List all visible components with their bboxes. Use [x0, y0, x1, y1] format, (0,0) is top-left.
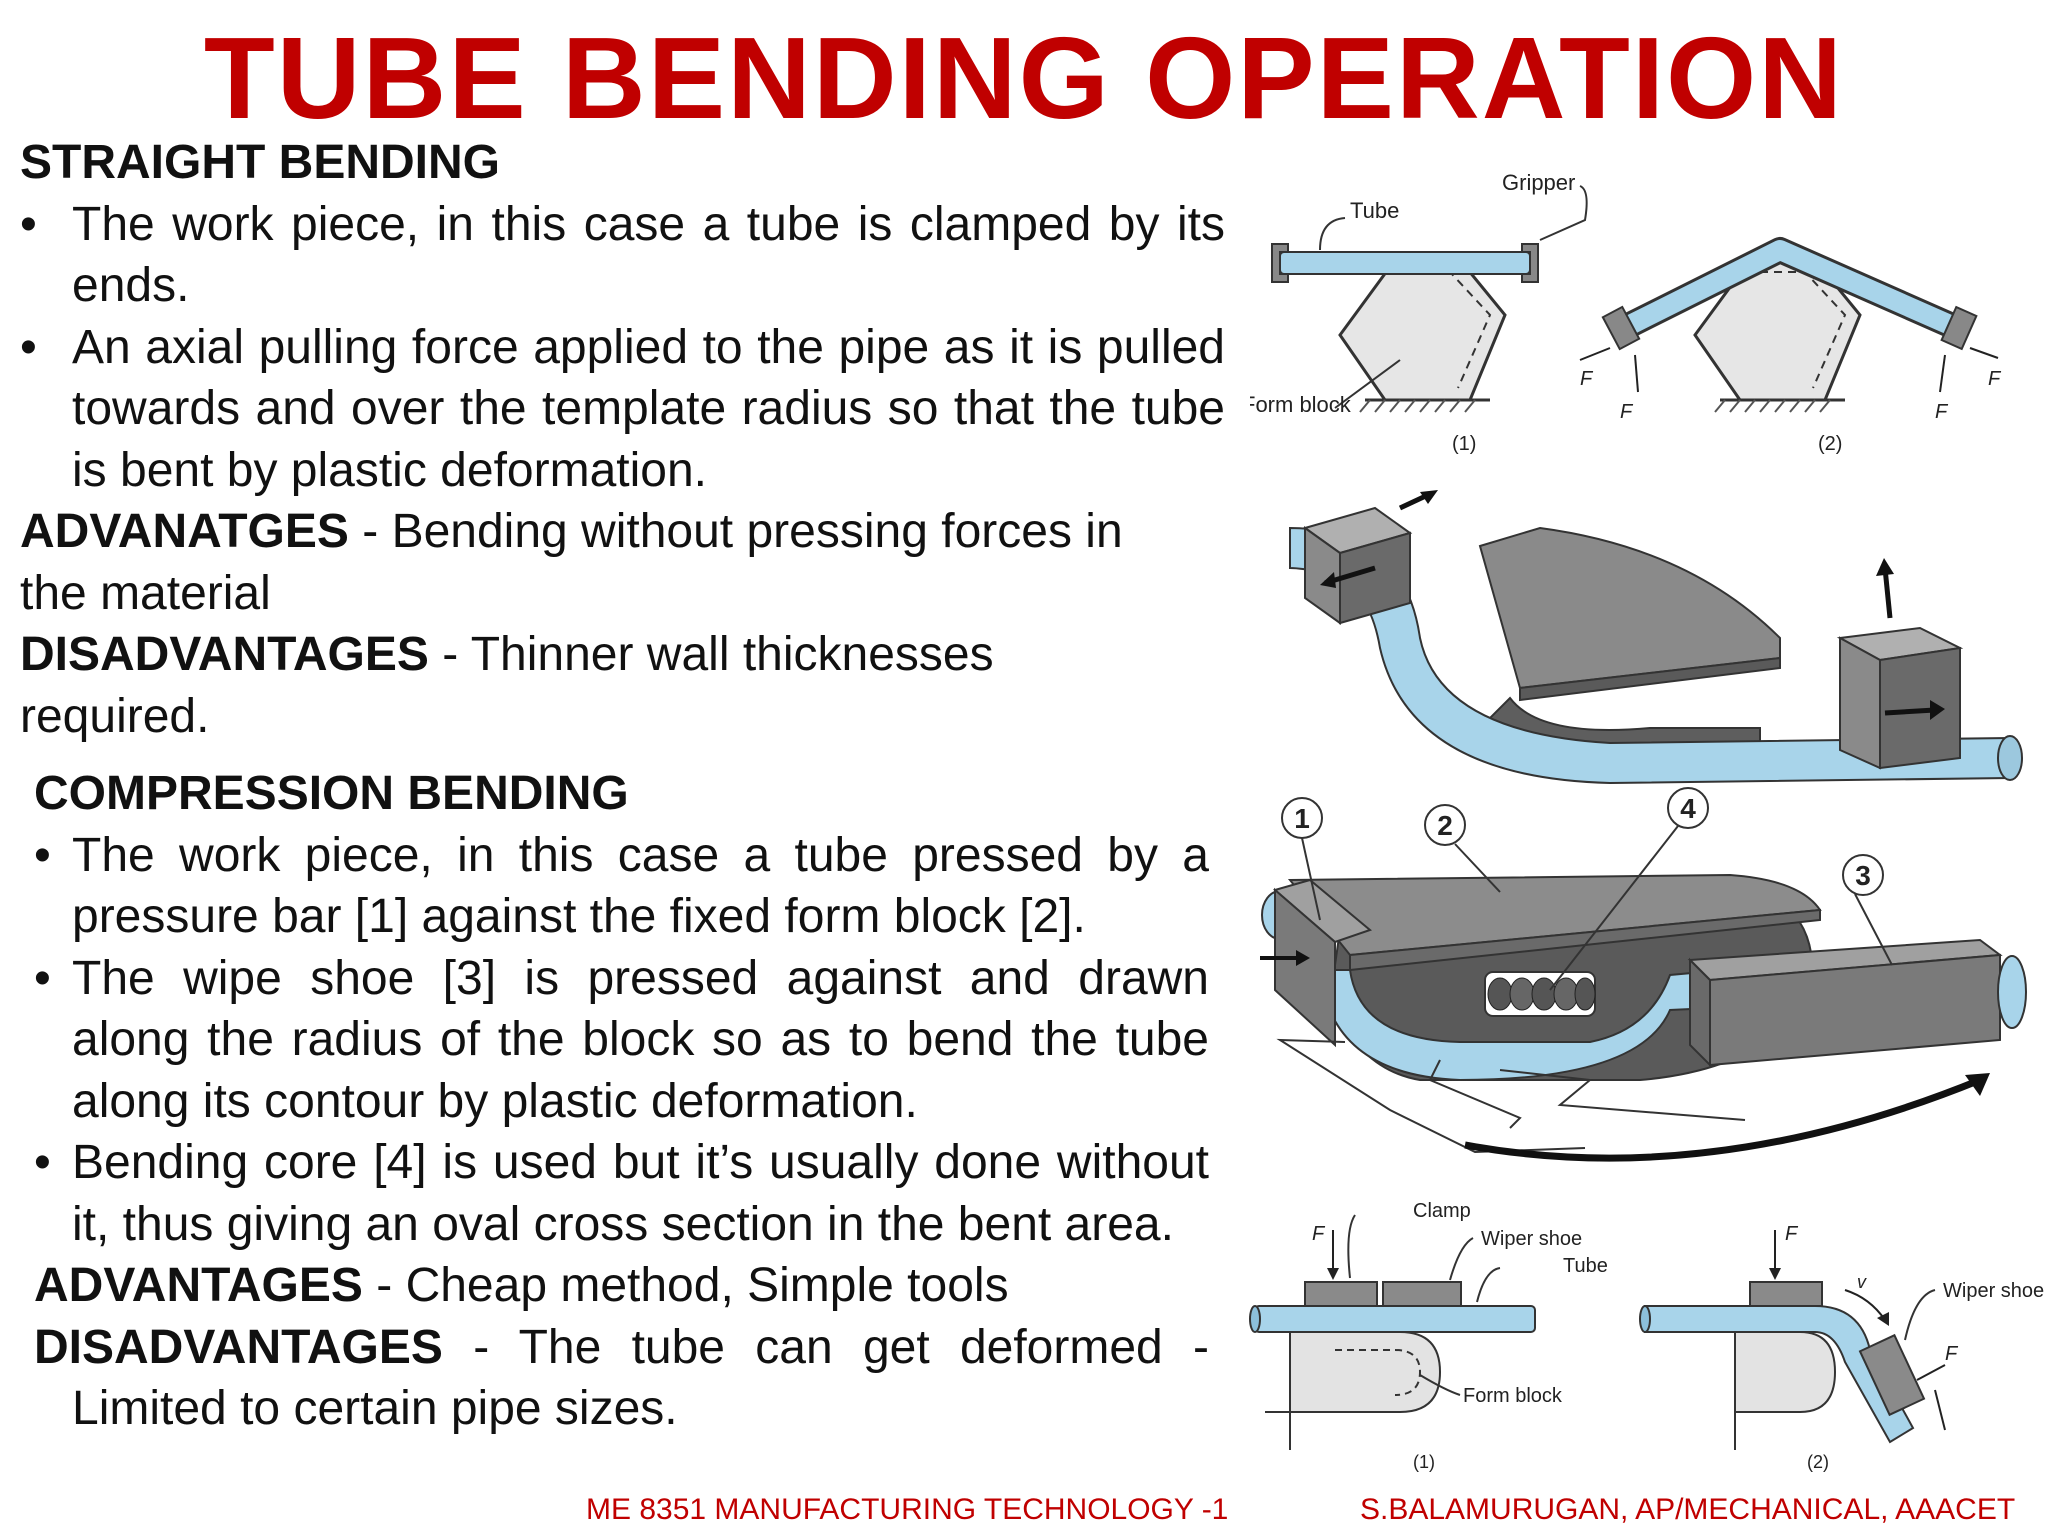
callout-4: 4 [1549, 787, 1709, 991]
list-item: •The wipe shoe [3] is pressed against an… [34, 948, 1209, 1133]
gripper-label: Gripper [1502, 170, 1575, 195]
force-label: F [1945, 1343, 1959, 1365]
straight-advantages: ADVANATGES - Bending without pressing fo… [20, 505, 1123, 620]
list-item: •Bending core [4] is used but it’s usual… [34, 1132, 1209, 1255]
wiper-shoe [1687, 938, 2027, 1068]
force-label: F [1935, 401, 1949, 423]
fig1-label: (1) [1413, 1452, 1435, 1472]
compression-bending-3d-diagram: 1 2 4 3 [1260, 787, 2027, 1162]
footer-author: S.BALAMURUGAN, AP/MECHANICAL, AAACET [1360, 1493, 2016, 1526]
compression-bending-heading: COMPRESSION BENDING [34, 767, 629, 820]
wiper-shoe-label: Wiper shoe [1481, 1228, 1582, 1250]
force-label: F [1785, 1223, 1799, 1245]
bullet: • [34, 828, 51, 882]
bullet: • [20, 320, 37, 374]
straight-bending-fig2: F F F F (2) [1579, 237, 2002, 455]
straight-bending-list: •The work piece, in this case a tube is … [20, 194, 1225, 502]
bullet: • [20, 197, 37, 251]
bending-core [1484, 971, 1596, 1017]
callout-1: 1 [1281, 797, 1323, 921]
force-label: F [1988, 368, 2002, 390]
footer-course: ME 8351 MANUFACTURING TECHNOLOGY -1 [586, 1493, 1229, 1526]
compression-bending-list: •The work piece, in this case a tube pre… [34, 825, 1209, 1256]
velocity-label: v [1857, 1272, 1867, 1292]
wiper-shoe-label: Wiper shoe [1943, 1280, 2044, 1302]
compression-fig1: F Clamp Wiper shoe Tube Form block (1) [1249, 1200, 1608, 1472]
callout-2: 2 [1424, 804, 1501, 893]
bullet: • [34, 1136, 51, 1189]
callout-3: 3 [1842, 854, 1893, 966]
fig2-label: (2) [1818, 433, 1842, 455]
svg-text:2: 2 [1437, 810, 1453, 841]
compression-disadvantages: DISADVANTAGES - The tube can get deforme… [34, 1320, 1209, 1436]
compression-advantages: ADVANTAGES - Cheap method, Simple tools [34, 1259, 1009, 1312]
pressure-bar [1260, 878, 1373, 1048]
straight-bending-section: STRAIGHT BENDING •The work piece, in thi… [20, 132, 1225, 747]
force-label: F [1312, 1223, 1326, 1245]
straight-bending-heading: STRAIGHT BENDING [20, 136, 500, 189]
force-label: F [1620, 401, 1634, 423]
list-item: •The work piece, in this case a tube is … [20, 194, 1225, 317]
list-item: •An axial pulling force applied to the p… [20, 317, 1225, 502]
compression-bending-diagram: F Clamp Wiper shoe Tube Form block (1) F… [1249, 1200, 2044, 1472]
form-block-label: Form block [1250, 392, 1352, 417]
straight-bending-3d-diagram [1289, 490, 2023, 785]
clamp-label: Clamp [1413, 1200, 1471, 1222]
list-item: •The work piece, in this case a tube pre… [34, 825, 1209, 948]
svg-text:4: 4 [1680, 793, 1696, 824]
compression-bending-section: COMPRESSION BENDING •The work piece, in … [34, 763, 1209, 1440]
bullet: • [34, 951, 51, 1005]
tube-label: Tube [1350, 198, 1399, 223]
force-label: F [1580, 368, 1594, 390]
straight-disadvantages: DISADVANTAGES - Thinner wall thicknesses… [20, 628, 994, 743]
tube-label: Tube [1563, 1255, 1608, 1277]
left-gripper-block [1302, 490, 1438, 625]
svg-text:1: 1 [1294, 803, 1310, 834]
fig2-label: (2) [1807, 1452, 1829, 1472]
straight-bending-diagram: Tube Gripper Form block (1) F F F F (2) [1250, 170, 2002, 455]
fig1-label: (1) [1452, 433, 1476, 455]
straight-bending-fig1: Tube Gripper Form block (1) [1250, 170, 1588, 455]
page-title: TUBE BENDING OPERATION [203, 13, 1845, 143]
form-block-label: Form block [1463, 1385, 1563, 1407]
svg-text:3: 3 [1855, 860, 1871, 891]
compression-fig2: F v F Wiper shoe (2) [1639, 1223, 2044, 1472]
right-gripper-block [1836, 558, 1964, 770]
